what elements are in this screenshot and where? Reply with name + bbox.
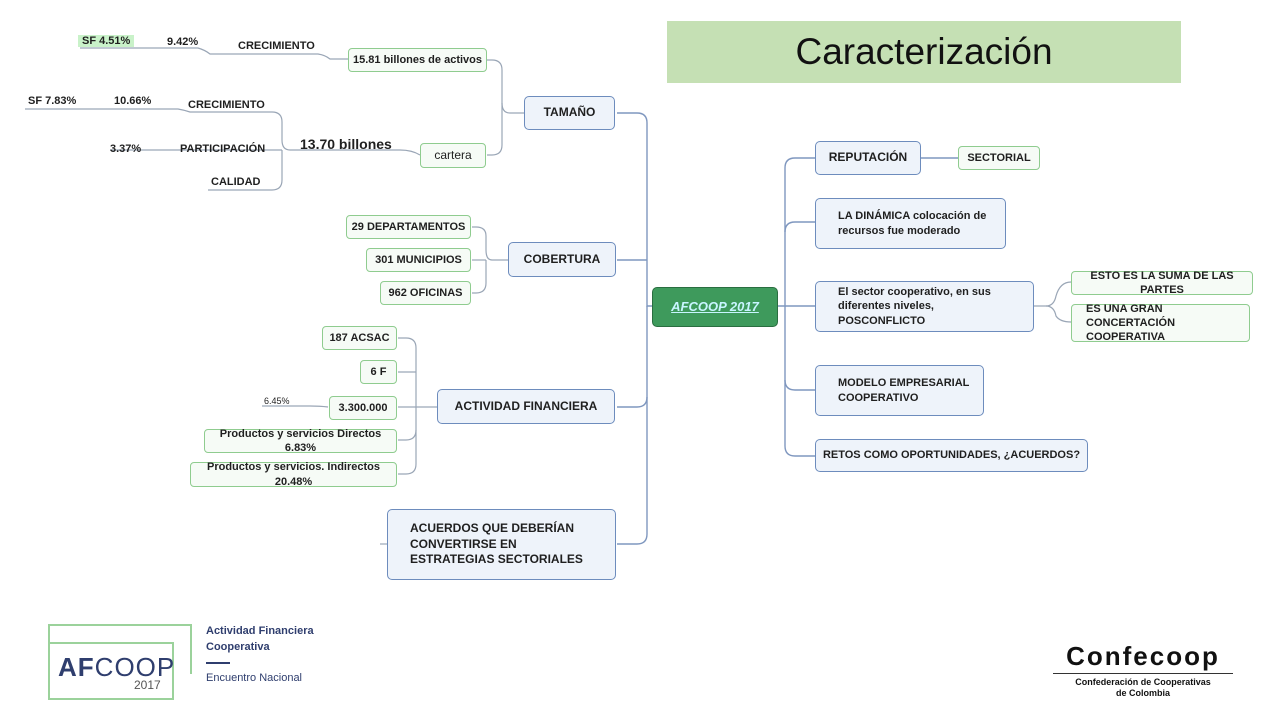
logo-year: 2017 bbox=[134, 678, 161, 692]
leaf-sectorial[interactable]: SECTORIAL bbox=[958, 146, 1040, 170]
confecoop-name: Confecoop bbox=[1066, 641, 1220, 671]
cartera-sf-value: SF 7.83% bbox=[28, 95, 77, 107]
cartera-growth-value: 10.66% bbox=[114, 95, 152, 107]
confecoop-logo: Confecoop Confederación de Cooperativas … bbox=[1050, 642, 1236, 702]
participacion-label: PARTICIPACIÓN bbox=[180, 143, 266, 155]
actividad-side-value: 6.45% bbox=[264, 396, 290, 406]
branch-actividad-financiera[interactable]: ACTIVIDAD FINANCIERA bbox=[437, 389, 615, 424]
branch-acuerdos[interactable]: ACUERDOS QUE DEBERÍAN CONVERTIRSE EN EST… bbox=[387, 509, 616, 580]
central-node-afcoop[interactable]: AFCOOP 2017 bbox=[652, 287, 778, 327]
logo-rule bbox=[206, 662, 230, 664]
node-retos[interactable]: RETOS COMO OPORTUNIDADES, ¿ACUERDOS? bbox=[815, 439, 1088, 472]
afcoop-logo: AFCOOP 2017 Actividad Financiera Coopera… bbox=[48, 624, 348, 704]
slide-title: Caracterización bbox=[667, 21, 1181, 83]
node-modelo-empresarial[interactable]: MODELO EMPRESARIAL COOPERATIVO bbox=[815, 365, 984, 416]
activos-growth-label: CRECIMIENTO bbox=[238, 40, 315, 52]
leaf-oficinas[interactable]: 962 OFICINAS bbox=[380, 281, 471, 305]
calidad-label: CALIDAD bbox=[211, 176, 261, 188]
leaf-concertacion[interactable]: ES UNA GRAN CONCERTACIÓN COOPERATIVA bbox=[1071, 303, 1250, 343]
leaf-3300000[interactable]: 3.300.000 bbox=[329, 396, 397, 420]
leaf-cartera[interactable]: cartera bbox=[420, 143, 486, 168]
node-reputacion[interactable]: REPUTACIÓN bbox=[815, 141, 921, 175]
leaf-departamentos[interactable]: 29 DEPARTAMENTOS bbox=[346, 215, 471, 239]
logo-line-2: Cooperativa bbox=[206, 640, 270, 653]
right-trunk-connector bbox=[778, 157, 815, 307]
logo-line-1: Actividad Financiera bbox=[206, 625, 314, 637]
logo-frame-inner bbox=[48, 642, 174, 700]
leaf-productos-directos[interactable]: Productos y servicios Directos 6.83% bbox=[204, 428, 397, 454]
branch-tamano[interactable]: TAMAÑO bbox=[524, 96, 615, 130]
activos-sf-value: SF 4.51% bbox=[78, 35, 135, 47]
confecoop-sub-2: de Colombia bbox=[1115, 688, 1170, 698]
cartera-growth-label: CRECIMIENTO bbox=[188, 99, 265, 111]
confecoop-sub-1: Confederación de Cooperativas bbox=[1075, 677, 1211, 687]
participacion-value: 3.37% bbox=[110, 143, 142, 155]
logo-mark: AFCOOP bbox=[58, 652, 175, 683]
logo-mark-af: AF bbox=[58, 652, 95, 682]
branch-cobertura[interactable]: COBERTURA bbox=[508, 242, 616, 277]
leaf-activos[interactable]: 15.81 billones de activos bbox=[348, 48, 487, 72]
node-dinamica[interactable]: LA DINÁMICA colocación de recursos fue m… bbox=[815, 198, 1006, 249]
node-sector-cooperativo[interactable]: El sector cooperativo, en sus diferentes… bbox=[815, 281, 1034, 332]
left-trunk-connector bbox=[617, 112, 652, 307]
leaf-municipios[interactable]: 301 MUNICIPIOS bbox=[366, 248, 471, 272]
leaf-6f[interactable]: 6 F bbox=[360, 360, 397, 384]
activos-growth-value: 9.42% bbox=[167, 36, 199, 48]
logo-mark-coop: COOP bbox=[94, 652, 176, 682]
leaf-suma-partes[interactable]: ESTO ES LA SUMA DE LAS PARTES bbox=[1071, 270, 1253, 296]
cartera-total: 13.70 billones bbox=[300, 136, 392, 152]
confecoop-rule bbox=[1053, 673, 1233, 674]
leaf-acsac[interactable]: 187 ACSAC bbox=[322, 326, 397, 350]
logo-caption: Actividad Financiera Cooperativa bbox=[206, 624, 346, 656]
logo-line-3: Encuentro Nacional bbox=[206, 672, 303, 684]
leaf-productos-indirectos[interactable]: Productos y servicios. Indirectos 20.48% bbox=[190, 461, 397, 488]
